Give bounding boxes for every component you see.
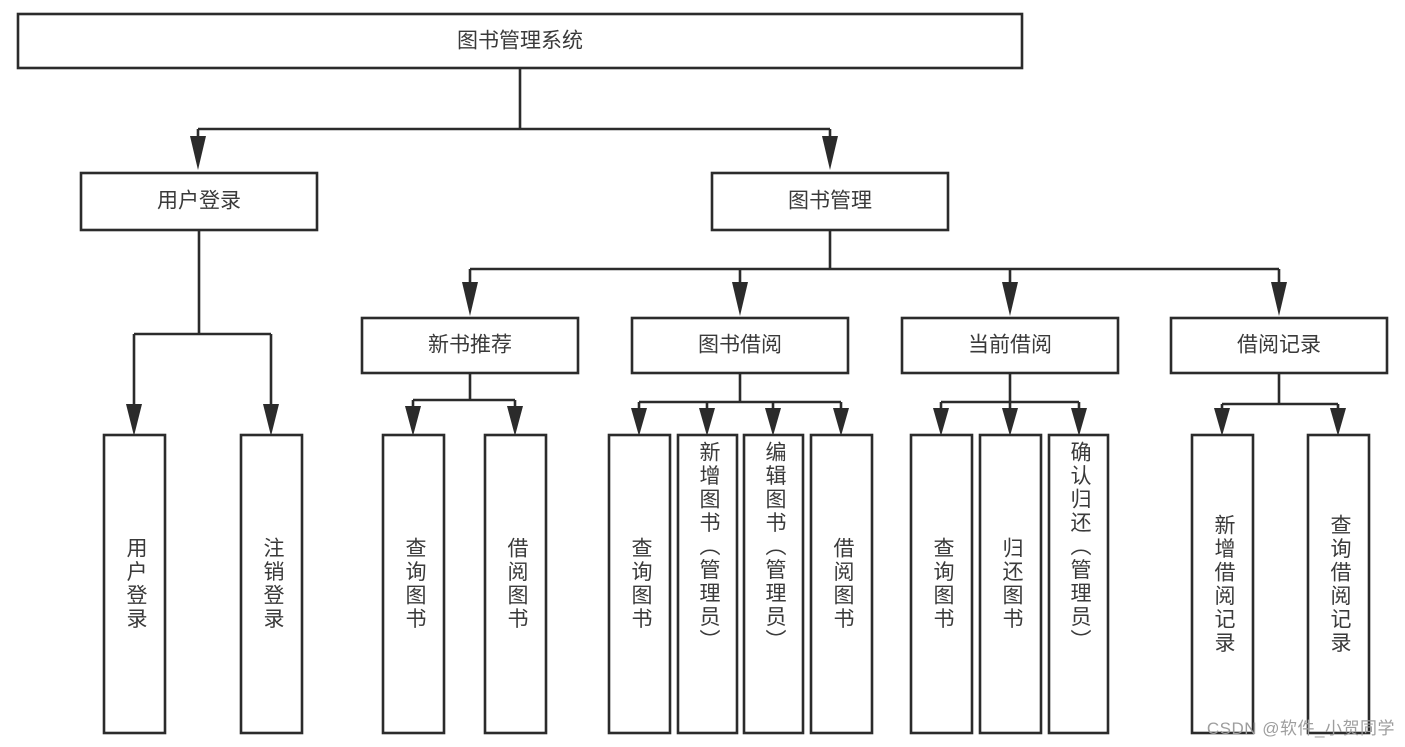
arrow-to-leaf-edit-book-icon [765,408,781,436]
arrow-to-leaf-return-book-icon [1002,408,1018,436]
arrow-to-leaf-borrow-book-2-icon [833,408,849,436]
arrow-to-leaf-user-login-icon [126,404,142,436]
node-leaf-borrow-book-1-box[interactable] [483,433,548,735]
node-current-borrow-box[interactable] [900,316,1120,375]
node-root-label: 图书管理系统 [457,30,583,53]
node-current-borrow-label: 当前借阅 [968,334,1052,357]
node-leaf-add-book-box[interactable] [676,433,739,735]
node-book-manage-box[interactable] [710,171,950,232]
arrow-to-leaf-query-book-2-icon [631,408,647,436]
arrow-root-to-user-login-icon [190,136,206,170]
node-root-box[interactable] [16,12,1024,70]
node-leaf-query-record-box[interactable] [1306,433,1371,735]
node-new-book-rec-label: 新书推荐 [428,334,512,357]
node-book-borrow-box[interactable] [630,316,850,375]
arrow-to-current-borrow-icon [1002,282,1018,316]
csdn-watermark: CSDN @软件_小贺同学 [1206,719,1395,738]
node-new-book-rec-box[interactable] [360,316,580,375]
node-book-manage-label: 图书管理 [788,190,872,213]
node-book-borrow-label: 图书借阅 [698,334,782,357]
node-borrow-record-box[interactable] [1169,316,1389,375]
node-leaf-borrow-book-2-box[interactable] [809,433,874,735]
node-leaf-query-book-3-box[interactable] [909,433,974,735]
node-user-login-label: 用户登录 [157,190,241,213]
arrow-to-leaf-query-record-icon [1330,408,1346,436]
node-leaf-query-book-1-box[interactable] [381,433,446,735]
node-leaf-return-book-box[interactable] [978,433,1043,735]
arrow-to-borrow-record-icon [1271,282,1287,316]
arrow-to-leaf-query-book-1-icon [405,406,421,436]
arrow-to-new-book-rec-icon [462,282,478,316]
arrow-to-leaf-user-logout-icon [263,404,279,436]
arrow-to-leaf-query-book-3-icon [933,408,949,436]
node-leaf-add-record-box[interactable] [1190,433,1255,735]
node-leaf-query-book-2-box[interactable] [607,433,672,735]
node-leaf-user-logout-box[interactable] [239,433,304,735]
node-leaf-confirm-return-box[interactable] [1047,433,1110,735]
arrow-to-leaf-borrow-book-1-icon [507,406,523,436]
node-leaf-user-login-box[interactable] [102,433,167,735]
arrow-to-book-borrow-icon [732,282,748,316]
arrow-to-leaf-add-book-icon [699,408,715,436]
arrow-root-to-book-manage-icon [822,136,838,170]
node-borrow-record-label: 借阅记录 [1237,334,1321,357]
arrow-to-leaf-confirm-return-icon [1071,408,1087,436]
node-leaf-edit-book-box[interactable] [742,433,805,735]
arrow-to-leaf-add-record-icon [1214,408,1230,436]
